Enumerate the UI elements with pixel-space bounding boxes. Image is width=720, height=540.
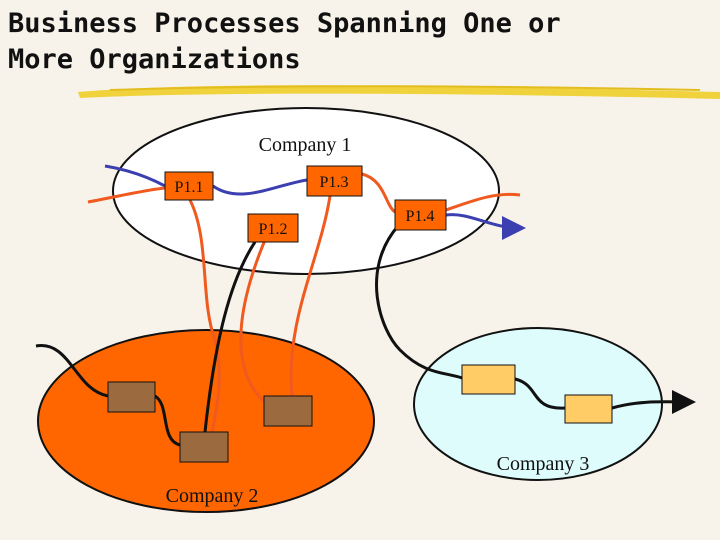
page-title: Business Processes Spanning One or More … [8,6,561,78]
flow-blue-p14-out [445,213,526,240]
title-line-1: Business Processes Spanning One or [8,8,561,39]
company-2-box-2 [179,431,229,463]
title-line-2: More Organizations [8,44,301,75]
flow-orange-p13-to-p14 [361,172,397,214]
process-p12: P1.2 [247,213,299,243]
flow-orange-p14-out [445,192,521,212]
flow-black-p14-to-company3 [375,225,463,380]
process-p11-label: P1.1 [175,179,204,196]
company-1-ellipse [112,107,500,275]
title-underline [78,85,720,99]
company-2-box-3 [263,395,313,427]
flow-orange-p12-to-company2-box [239,239,269,407]
company-3-box-1 [461,364,516,395]
process-p12-label: P1.2 [259,221,288,238]
flow-black-p12-to-company2 [203,241,257,433]
company-2-label: Company 2 [166,485,259,507]
flow-blue-p11-to-p13 [212,178,308,196]
company-3-box-2 [564,394,613,424]
flow-black-company2-boxes [154,394,181,447]
company-3-label: Company 3 [497,453,590,475]
process-p13-label: P1.3 [320,174,349,191]
process-p14: P1.4 [394,199,447,231]
process-p14-label: P1.4 [406,208,435,225]
process-p11: P1.1 [164,171,214,201]
flow-orange-p11-to-company2 [188,199,221,433]
flow-blue-into-p11 [104,164,166,188]
flow-orange-into-p11 [87,186,166,204]
flow-black-company3-boxes [514,377,566,410]
company-2-box-1 [107,381,156,413]
flow-orange-p13-to-company2-box [289,195,332,397]
process-p13: P1.3 [306,165,363,197]
flow-black-entry-company2 [35,344,109,398]
company-1-label: Company 1 [259,134,352,156]
flow-black-company3-out [611,389,696,414]
